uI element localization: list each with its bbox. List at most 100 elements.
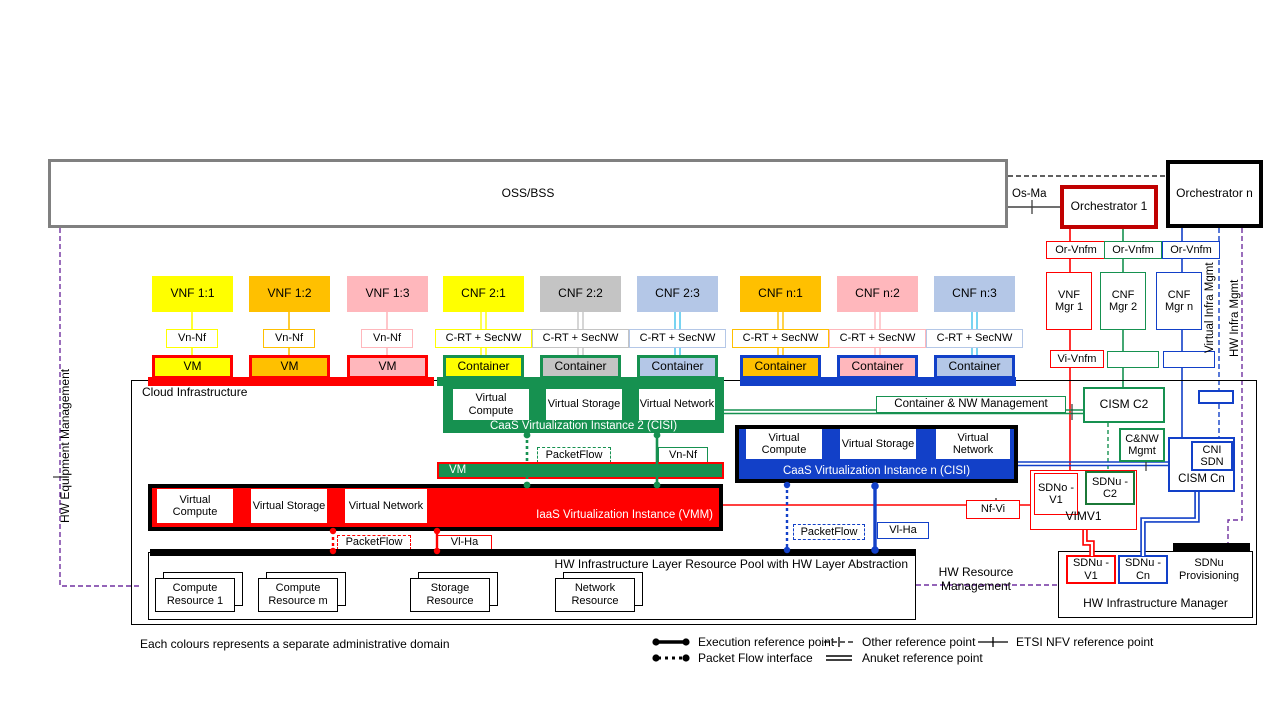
or-vnfm-ref-blue: Or-Vnfm xyxy=(1162,241,1220,259)
vnf-1-2-box: VNF 1:2 xyxy=(249,276,330,312)
packetflow-label-caas2: PacketFlow xyxy=(537,447,611,463)
anuket-reference-label: Anuket reference point xyxy=(862,651,983,665)
compute-resource-m-label: Compute Resource m xyxy=(258,578,338,612)
packetflow-label-caasn: PacketFlow xyxy=(793,524,865,540)
other-reference-symbol xyxy=(824,637,854,647)
vl-ha-label-vmm: Vl-Ha xyxy=(437,535,492,550)
anuket-reference-symbol xyxy=(826,655,852,661)
vnf-mgr-1-box: VNF Mgr 1 xyxy=(1046,272,1092,330)
storage-resource-label: Storage Resource xyxy=(410,578,490,612)
container-nw-mgmt-label: Container & NW Management xyxy=(876,396,1066,413)
caas2-virtual-storage-box: Virtual Storage xyxy=(546,389,622,420)
vim-title: VIMV1 xyxy=(1065,509,1102,523)
hw-equipment-mgmt-label: HW Equipment Management xyxy=(58,368,72,523)
storage-resource: Storage Resource xyxy=(410,572,502,616)
etsi-nfv-reference-symbol xyxy=(978,637,1008,647)
cnf-n-3-box: CNF n:3 xyxy=(934,276,1015,312)
vmm-title: IaaS Virtualization Instance (VMM) xyxy=(536,509,713,521)
other-reference-label: Other reference point xyxy=(862,635,976,649)
footnote: Each colours represents a separate admin… xyxy=(140,637,450,651)
packetflow-label-vmm: PacketFlow xyxy=(337,535,411,550)
sdnu-provisioning-bar xyxy=(1173,543,1250,551)
oss-bss-box: OSS/BSS xyxy=(48,159,1008,228)
nf-vi-ref-label: Nf-Vi xyxy=(966,500,1020,519)
execution-reference-label: Execution reference point xyxy=(698,635,835,649)
sdnu-c2-box: SDNu -C2 xyxy=(1085,471,1135,505)
ref-box-blue-empty xyxy=(1163,351,1215,368)
virtual-infra-mgmt-label: Virtual Infra Mgmt xyxy=(1204,262,1216,353)
cnf-mgr-2-box: CNF Mgr 2 xyxy=(1100,272,1146,330)
ref-box-blue-small-empty xyxy=(1198,390,1234,404)
network-resource: Network Resource xyxy=(555,572,647,616)
vmm-virtual-network-box: Virtual Network xyxy=(344,488,428,524)
c-rt-secnw-ref-label-6: C-RT + SecNW xyxy=(926,329,1023,348)
vm-box-1: VM xyxy=(152,355,233,379)
vm-bar: VM xyxy=(437,462,724,479)
caasn-virtual-compute-box: Virtual Compute xyxy=(746,429,822,459)
container-box-5: Container xyxy=(837,355,918,379)
container-box-2: Container xyxy=(540,355,621,379)
ref-box-green-empty xyxy=(1107,351,1159,368)
hw-resource-mgmt-label: HW Resource Management xyxy=(938,565,1014,593)
caasn-title: CaaS Virtualization Instance n (CISI) xyxy=(782,465,971,477)
c-rt-secnw-ref-label-4: C-RT + SecNW xyxy=(732,329,829,348)
vnf-1-3-box: VNF 1:3 xyxy=(347,276,428,312)
vi-vnfm-ref-label: Vi-Vnfm xyxy=(1050,350,1104,368)
vn-nf-ref-label-2: Vn-Nf xyxy=(263,329,315,348)
c-rt-secnw-ref-label-3: C-RT + SecNW xyxy=(629,329,726,348)
caas2-virtual-compute-box: Virtual Compute xyxy=(453,389,529,420)
caasn-virtual-storage-box: Virtual Storage xyxy=(840,429,916,459)
hw-resource-pool-title: HW Infrastructure Layer Resource Pool wi… xyxy=(554,557,908,571)
sdnu-v1-box: SDNu -V1 xyxy=(1066,555,1116,584)
vnf-1-1-box: VNF 1:1 xyxy=(152,276,233,312)
compute-resource-1: Compute Resource 1 xyxy=(155,572,247,616)
sdnu-provisioning-box: SDNu Provisioning xyxy=(1170,555,1248,584)
cnw-mgmt-box: C&NW Mgmt xyxy=(1119,428,1165,462)
container-box-4: Container xyxy=(740,355,821,379)
cloud-infrastructure-title: Cloud Infrastructure xyxy=(142,385,248,399)
vmm-virtual-compute-box: Virtual Compute xyxy=(156,488,234,524)
container-box-3: Container xyxy=(637,355,718,379)
packet-flow-label: Packet Flow interface xyxy=(698,651,813,665)
c-rt-secnw-ref-label-5: C-RT + SecNW xyxy=(829,329,926,348)
hw-infra-mgmt-label: HW Infra Mgmt xyxy=(1229,279,1241,358)
hw-abstraction-bar xyxy=(150,549,916,556)
caas2-title: CaaS Virtualization Instance 2 (CISI) xyxy=(489,420,678,432)
cism-cn-title: CISM Cn xyxy=(1178,473,1225,485)
c-rt-secnw-ref-label-1: C-RT + SecNW xyxy=(435,329,532,348)
compute-resource-1-label: Compute Resource 1 xyxy=(155,578,235,612)
packet-flow-symbol xyxy=(652,654,690,662)
vmm-box xyxy=(148,484,723,531)
cnf-mgr-n-box: CNF Mgr n xyxy=(1156,272,1202,330)
cism-c2-box: CISM C2 xyxy=(1083,387,1165,423)
container-box-6: Container xyxy=(934,355,1015,379)
vl-ha-label-caasn: Vl-Ha xyxy=(877,522,929,539)
c-rt-secnw-ref-label-2: C-RT + SecNW xyxy=(532,329,629,348)
container-box-1: Container xyxy=(443,355,524,379)
cnf-2-3-box: CNF 2:3 xyxy=(637,276,718,312)
compute-resource-m: Compute Resource m xyxy=(258,572,350,616)
orchestrator-1-box: Orchestrator 1 xyxy=(1060,185,1158,229)
os-ma-ref-label: Os-Ma xyxy=(1012,188,1047,200)
vmm-virtual-storage-box: Virtual Storage xyxy=(250,488,328,524)
execution-reference-symbol xyxy=(652,638,690,646)
cnf-2-1-box: CNF 2:1 xyxy=(443,276,524,312)
caas2-virtual-network-box: Virtual Network xyxy=(639,389,715,420)
vn-nf-ref-label-1: Vn-Nf xyxy=(166,329,218,348)
cnf-n-2-box: CNF n:2 xyxy=(837,276,918,312)
vm-box-3: VM xyxy=(347,355,428,379)
vm-box-2: VM xyxy=(249,355,330,379)
orchestrator-n-box: Orchestrator n xyxy=(1166,160,1263,228)
cni-sdn-box: CNI SDN xyxy=(1191,441,1233,471)
or-vnfm-ref-green: Or-Vnfm xyxy=(1104,241,1162,259)
cnf-2-2-box: CNF 2:2 xyxy=(540,276,621,312)
hw-infra-manager-title: HW Infrastructure Manager xyxy=(1083,596,1228,610)
caasn-virtual-network-box: Virtual Network xyxy=(936,429,1010,459)
sdnu-cn-box: SDNu -Cn xyxy=(1118,555,1168,584)
network-resource-label: Network Resource xyxy=(555,578,635,612)
vn-nf-label-caas2: Vn-Nf xyxy=(658,447,708,463)
etsi-nfv-reference-label: ETSI NFV reference point xyxy=(1016,635,1154,649)
vn-nf-ref-label-3: Vn-Nf xyxy=(361,329,413,348)
cnf-n-1-box: CNF n:1 xyxy=(740,276,821,312)
